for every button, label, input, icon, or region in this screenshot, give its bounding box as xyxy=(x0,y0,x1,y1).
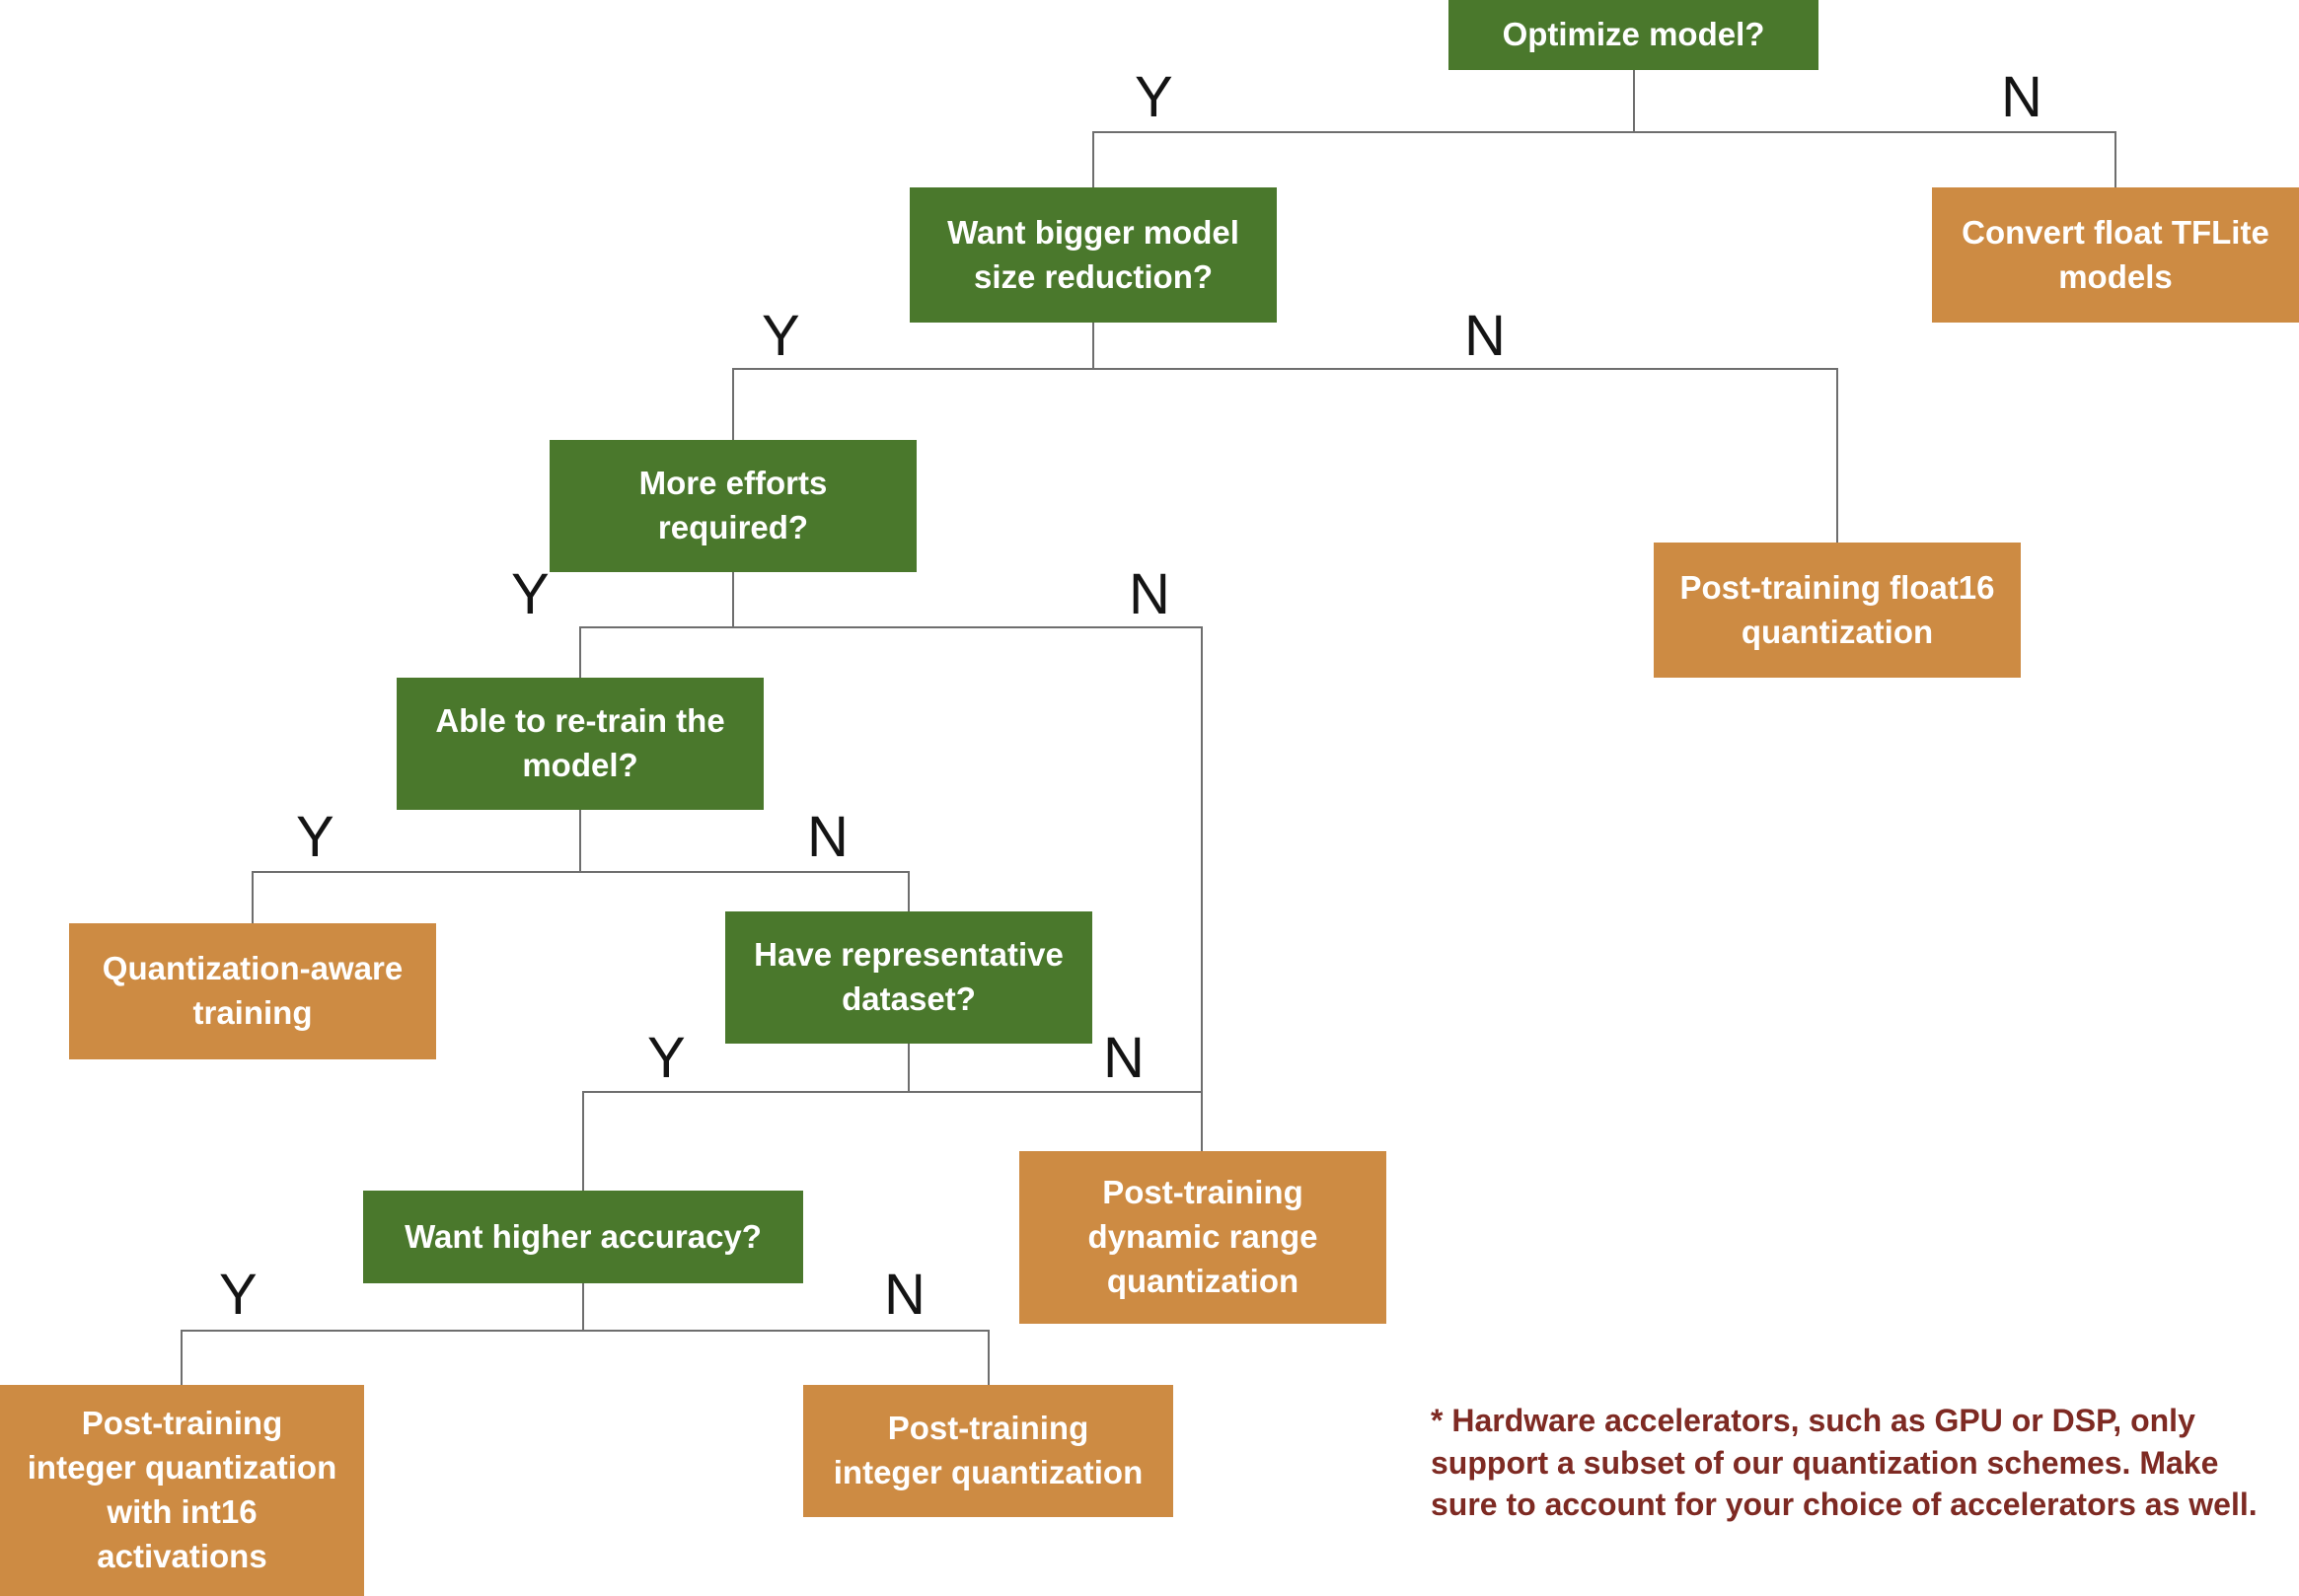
node-post-training-float16-quantization: Post-training float16 quantization xyxy=(1654,543,2021,678)
node-able-to-retrain: Able to re-train the model? xyxy=(397,678,764,810)
branch-label-no-want-bigger: N xyxy=(1464,304,1506,368)
branch-optimize-model xyxy=(1092,70,2116,187)
branch-label-yes-more-efforts: Y xyxy=(511,562,550,626)
node-post-training-dynamic-range-quantization: Post-training dynamic range quantization xyxy=(1019,1151,1386,1324)
hardware-accelerators-footnote: * Hardware accelerators, such as GPU or … xyxy=(1431,1403,2258,1523)
branch-label-yes-want-bigger: Y xyxy=(762,304,800,368)
branch-label-no-optimize: N xyxy=(2001,65,2042,129)
node-quantization-aware-training: Quantization-aware training xyxy=(69,923,436,1059)
node-optimize-model: Optimize model? xyxy=(1448,0,1818,70)
branch-label-yes-able-retrain: Y xyxy=(296,805,334,869)
node-post-training-integer-quantization: Post-training integer quantization xyxy=(803,1385,1173,1517)
node-want-higher-accuracy: Want higher accuracy? xyxy=(363,1191,803,1283)
branch-label-yes-want-accuracy: Y xyxy=(219,1263,258,1327)
branch-label-no-able-retrain: N xyxy=(807,805,849,869)
node-convert-float-tflite-models: Convert float TFLite models xyxy=(1932,187,2299,323)
branch-want-accuracy xyxy=(181,1283,990,1385)
node-have-representative-dataset: Have representative dataset? xyxy=(725,911,1092,1044)
branch-label-yes-optimize: Y xyxy=(1135,65,1173,129)
branch-label-yes-have-dataset: Y xyxy=(647,1026,686,1090)
node-post-training-integer-quantization-int16: Post-training integer quantization with … xyxy=(0,1385,364,1596)
node-more-efforts-required: More efforts required? xyxy=(550,440,917,572)
branch-label-no-have-dataset: N xyxy=(1103,1026,1145,1090)
branch-label-no-more-efforts: N xyxy=(1129,562,1170,626)
node-want-bigger-size-reduction: Want bigger model size reduction? xyxy=(910,187,1277,323)
branch-label-no-want-accuracy: N xyxy=(884,1263,926,1327)
